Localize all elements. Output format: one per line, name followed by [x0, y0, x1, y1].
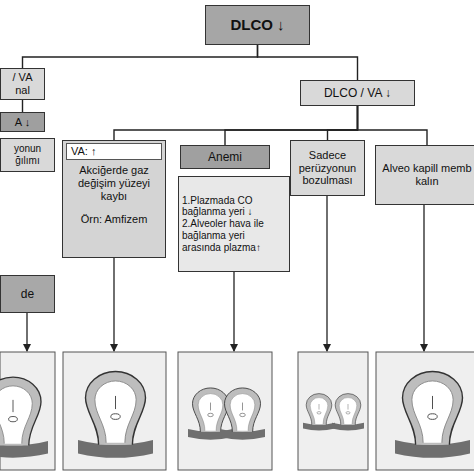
box-text: DLCO / VA ↓ — [304, 86, 411, 100]
alveolus-drawing — [324, 394, 372, 428]
box-text: / VA nal — [4, 71, 41, 97]
box-text: Alveo kapill memb kalın — [379, 162, 474, 188]
alveolus-drawing — [295, 394, 343, 428]
connector-line — [328, 106, 358, 140]
process-box: DLCO ↓ — [205, 5, 310, 45]
box-text: yonun ğılımı — [4, 143, 51, 167]
process-box: Sadece perüzyonun bozulması — [290, 140, 365, 196]
box-text: A ↓ — [4, 116, 41, 129]
box-text: 1.Plazmada CO bağlanma yeri ↓ — [182, 195, 286, 219]
connector-line — [258, 45, 358, 80]
box-text: de — [4, 287, 51, 301]
leader-arrow — [26, 313, 27, 351]
process-box: / VA nal — [0, 68, 45, 100]
process-box: Alveo kapill memb kalın — [375, 145, 474, 205]
box-text: DLCO ↓ — [209, 16, 306, 34]
alveolus-drawing — [59, 372, 172, 452]
process-box: VA: ↑ Akciğerde gaz değişim yüzeyi kaybıÖ… — [62, 140, 166, 258]
connector-line — [114, 106, 358, 140]
process-box: Anemi — [180, 145, 270, 169]
box-text: Örn: Amfizem — [66, 213, 162, 226]
connector-line — [23, 45, 258, 68]
process-box: de — [0, 275, 55, 313]
alveolus-drawing — [0, 377, 66, 451]
process-box: A ↓ — [0, 112, 45, 132]
process-box: 1.Plazmada CO bağlanma yeri ↓2.Alveoler … — [178, 176, 290, 272]
box-text: Akciğerde gaz değişim yüzeyi kaybı — [66, 164, 162, 203]
leader-arrow — [113, 258, 114, 351]
connector-line — [22, 100, 23, 112]
process-box: yonun ğılımı — [0, 138, 55, 172]
box-text: Sadece perüzyonun bozulması — [294, 149, 361, 188]
leader-arrow — [233, 272, 234, 351]
alveolus-drawing — [376, 372, 474, 452]
box-text: 2.Alveoler hava ile bağlanma yeri arasın… — [182, 218, 286, 253]
box-text: VA: ↑ — [66, 143, 162, 160]
alveolus-drawing — [209, 388, 277, 436]
leader-arrow — [423, 205, 424, 351]
connector-line — [358, 106, 428, 145]
box-text: Anemi — [184, 150, 266, 164]
process-box: DLCO / VA ↓ — [300, 80, 415, 106]
leader-arrow — [326, 196, 327, 351]
